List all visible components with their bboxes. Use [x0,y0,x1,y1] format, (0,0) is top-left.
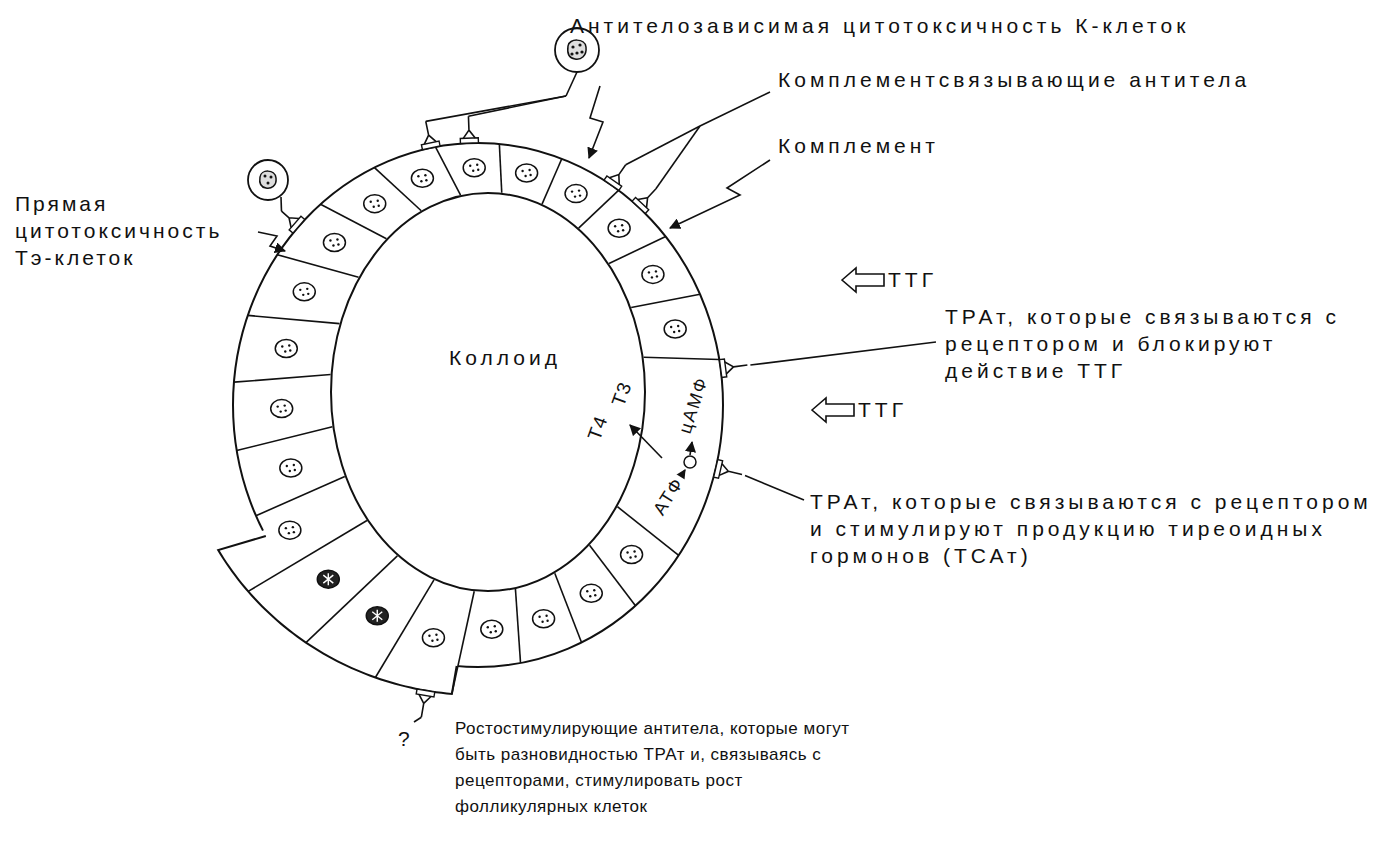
antibody-symbol [281,211,299,227]
cell-nucleus [516,164,538,182]
cell-nucleus [642,265,664,283]
label: ТТГ [888,266,937,293]
cell-border [306,556,397,643]
cytotoxic-strike [589,86,603,158]
leader-line [626,126,700,165]
signal-arrow [690,442,692,455]
antibody-symbol [424,121,436,144]
cell-nucleus [366,607,388,625]
cell-nucleus [279,521,301,539]
receptor [421,141,440,150]
leader-line [414,717,421,722]
label: ТТГ [858,396,907,423]
cell-border [234,375,331,383]
cell-nucleus [411,169,433,187]
adenylate-cyclase [684,456,696,468]
cell-nucleus [275,340,297,358]
antibody-symbol [725,362,748,374]
cell-nucleus [463,159,485,177]
leader-line [750,342,936,365]
cell-nucleus [323,233,345,251]
cell-border [237,427,333,451]
label: Комплемент [778,132,939,159]
cell-nucleus [608,219,630,237]
cell-border [631,294,700,307]
cell-nucleus [533,610,555,628]
colloid-region: Коллоид [330,192,646,592]
cell-border [555,573,582,642]
label: ? [398,725,410,752]
wall-flap-fill [218,492,474,694]
cell-border [277,255,358,278]
cell-border [644,357,720,359]
cell-nucleus [481,620,503,638]
cell-border [435,147,460,195]
colloid-outline-layer [330,192,646,592]
cell-border [515,589,520,663]
cell-border [609,237,666,264]
label: Антителозависимая цитотоксичность К-клет… [570,12,1189,39]
leader-line [745,476,804,500]
region-label: Коллоид [449,346,561,370]
cell-nucleus [271,400,293,418]
hormone-release-arrow [630,425,662,458]
receptor [460,138,478,144]
cell-nucleus [580,584,602,602]
cell-nucleus [621,546,643,564]
antibody-symbol [463,116,475,138]
cell-nucleus [317,570,339,588]
cell-nucleus [565,185,587,203]
complement-strike [670,160,770,228]
hormone-arrow [812,398,854,422]
cell-border [542,159,562,204]
leader-line [700,92,770,126]
t-cell [248,160,288,200]
label: Комплементсвязывающие антитела [778,66,1250,93]
label: ТРАт, которые связываются с рецептором и… [810,488,1385,569]
label: ТРАт, которые связываются с рецептором и… [945,303,1375,384]
follicle-drawing [218,28,936,722]
cell-nucleus [293,283,315,301]
leader-line [656,126,700,189]
cell-border [452,591,474,694]
cell-border [256,477,345,516]
cell-border [248,315,340,323]
cell-nucleus [422,629,444,647]
colloid-outline [331,193,645,591]
label: Прямая цитотоксичность Тэ-клеток [15,190,243,271]
cell-linker [280,197,282,211]
cell-border [375,580,434,678]
cell-border [499,144,501,193]
cell-nucleus [364,195,386,213]
hormone-arrow [842,268,884,292]
antibody-symbol [719,464,742,476]
receptor [714,460,723,479]
antibody-symbol [609,165,625,185]
antibody-symbol [638,189,656,208]
cell-nucleus [280,459,302,477]
cell-linker [426,96,566,121]
cell-border [248,521,367,592]
cytotoxic-strike [258,232,285,251]
wall-flap-outline [218,536,456,694]
antibody-symbol [419,695,431,718]
label: Ростостимулирующие антитела, которые мог… [455,716,875,820]
cell-linker [468,96,566,116]
cell-linker [566,72,577,96]
cell-nucleus [664,320,686,338]
